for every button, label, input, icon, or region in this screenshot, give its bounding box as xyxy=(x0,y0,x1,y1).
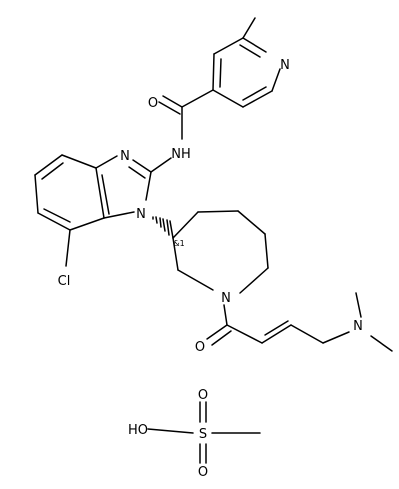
imidazole-nitrogen-label: N xyxy=(120,149,130,164)
enone-oxygen-label: O xyxy=(195,340,205,355)
stereo-center-label: &1 xyxy=(173,239,184,248)
sulfonyl-oxygen-bottom-label: O xyxy=(198,465,208,480)
amide-nh-label: NH xyxy=(171,147,191,162)
benzimidazole-n1-label: N xyxy=(136,207,146,222)
dimethylamine-nitrogen-label: N xyxy=(353,319,363,334)
atom-labels: N O NH N N Cl &1 N O N HO S O O xyxy=(58,58,363,480)
amide-oxygen-label: O xyxy=(148,96,158,111)
bond-lines xyxy=(34,17,393,464)
stereo-hash-wedge xyxy=(152,216,174,239)
chlorine-label: Cl xyxy=(58,274,71,289)
sulfonyl-oxygen-top-label: O xyxy=(198,388,208,403)
sulfonic-hydroxyl-label: HO xyxy=(128,423,148,438)
sulfur-label: S xyxy=(199,427,207,442)
pyridine-nitrogen-label: N xyxy=(280,58,290,73)
azepane-nitrogen-label: N xyxy=(221,291,231,306)
